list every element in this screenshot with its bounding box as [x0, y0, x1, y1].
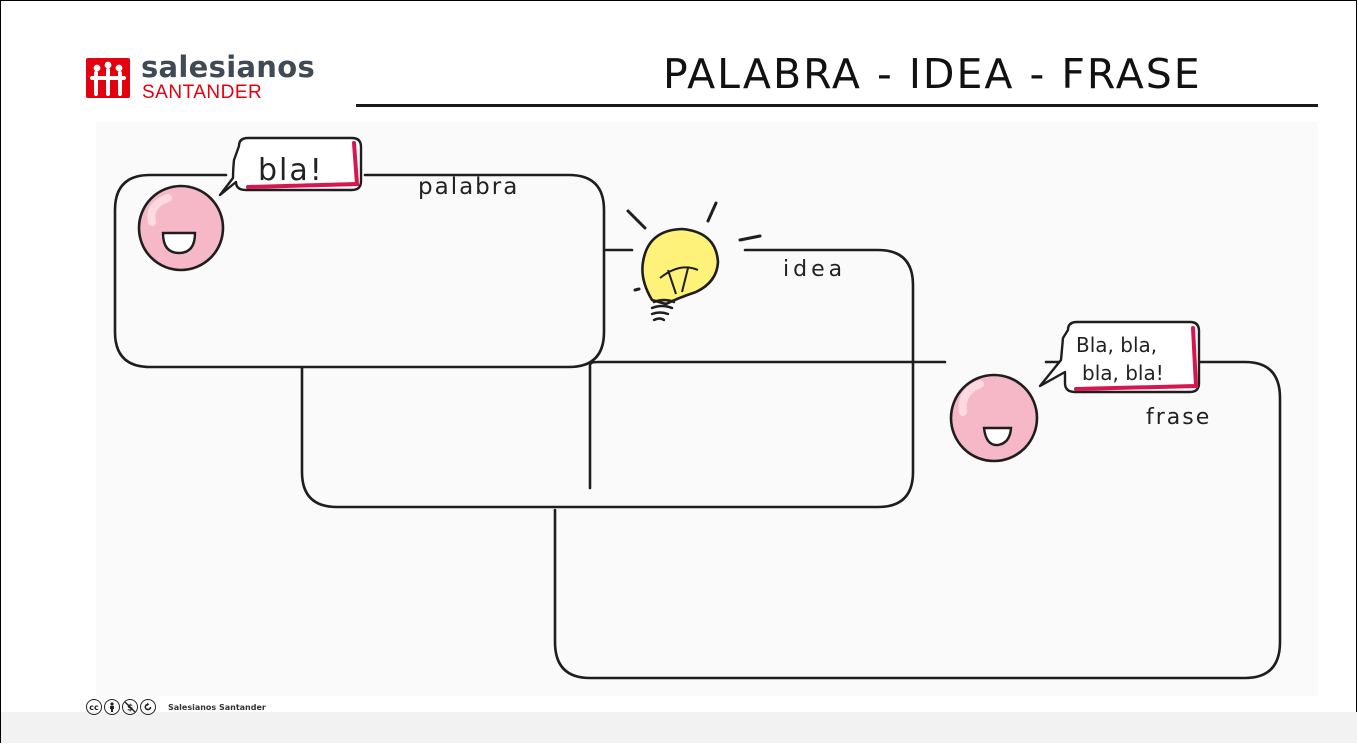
speech-bubble-bla: bla!: [218, 136, 363, 197]
brand-name: salesianos: [141, 50, 316, 84]
bottom-strip: [1, 712, 1357, 743]
panel-palabra-box: [113, 173, 606, 369]
license-author: Salesianos Santander: [168, 702, 266, 712]
license-badge: cc $ Salesianos Santander: [86, 697, 266, 717]
salesianos-logo: salesianos SANTANDER: [86, 50, 376, 106]
panel-palabra-label: palabra: [418, 174, 519, 200]
smiling-face-icon: [949, 373, 1039, 463]
speech-bubble-line-1: Bla, bla,: [1076, 333, 1157, 357]
panel-frase-box: [553, 360, 1282, 680]
non-commercial-icon: $: [122, 699, 138, 715]
panel-frase-label: frase: [1146, 405, 1211, 430]
share-alike-icon: [140, 699, 156, 715]
attribution-icon: [104, 699, 120, 715]
page-title: PALABRA - IDEA - FRASE: [663, 50, 1202, 98]
light-bulb-icon: [626, 201, 762, 322]
speech-bubble-line-2: bla, bla!: [1082, 361, 1164, 385]
speech-bubble-bla-bla: Bla, bla, bla, bla!: [1038, 320, 1201, 394]
worksheet-paper: [96, 122, 1318, 696]
panel-idea-box: [300, 248, 915, 509]
smiling-face-icon: [137, 184, 225, 272]
title-rule: [356, 104, 1318, 107]
brand-city: SANTANDER: [142, 82, 263, 103]
salesianos-emblem-icon: [86, 58, 130, 98]
panel-idea-label: idea: [783, 257, 846, 282]
svg-text:$: $: [127, 704, 133, 714]
creative-commons-icon: cc: [86, 699, 102, 715]
speech-bubble-bla-text: bla!: [258, 153, 324, 188]
